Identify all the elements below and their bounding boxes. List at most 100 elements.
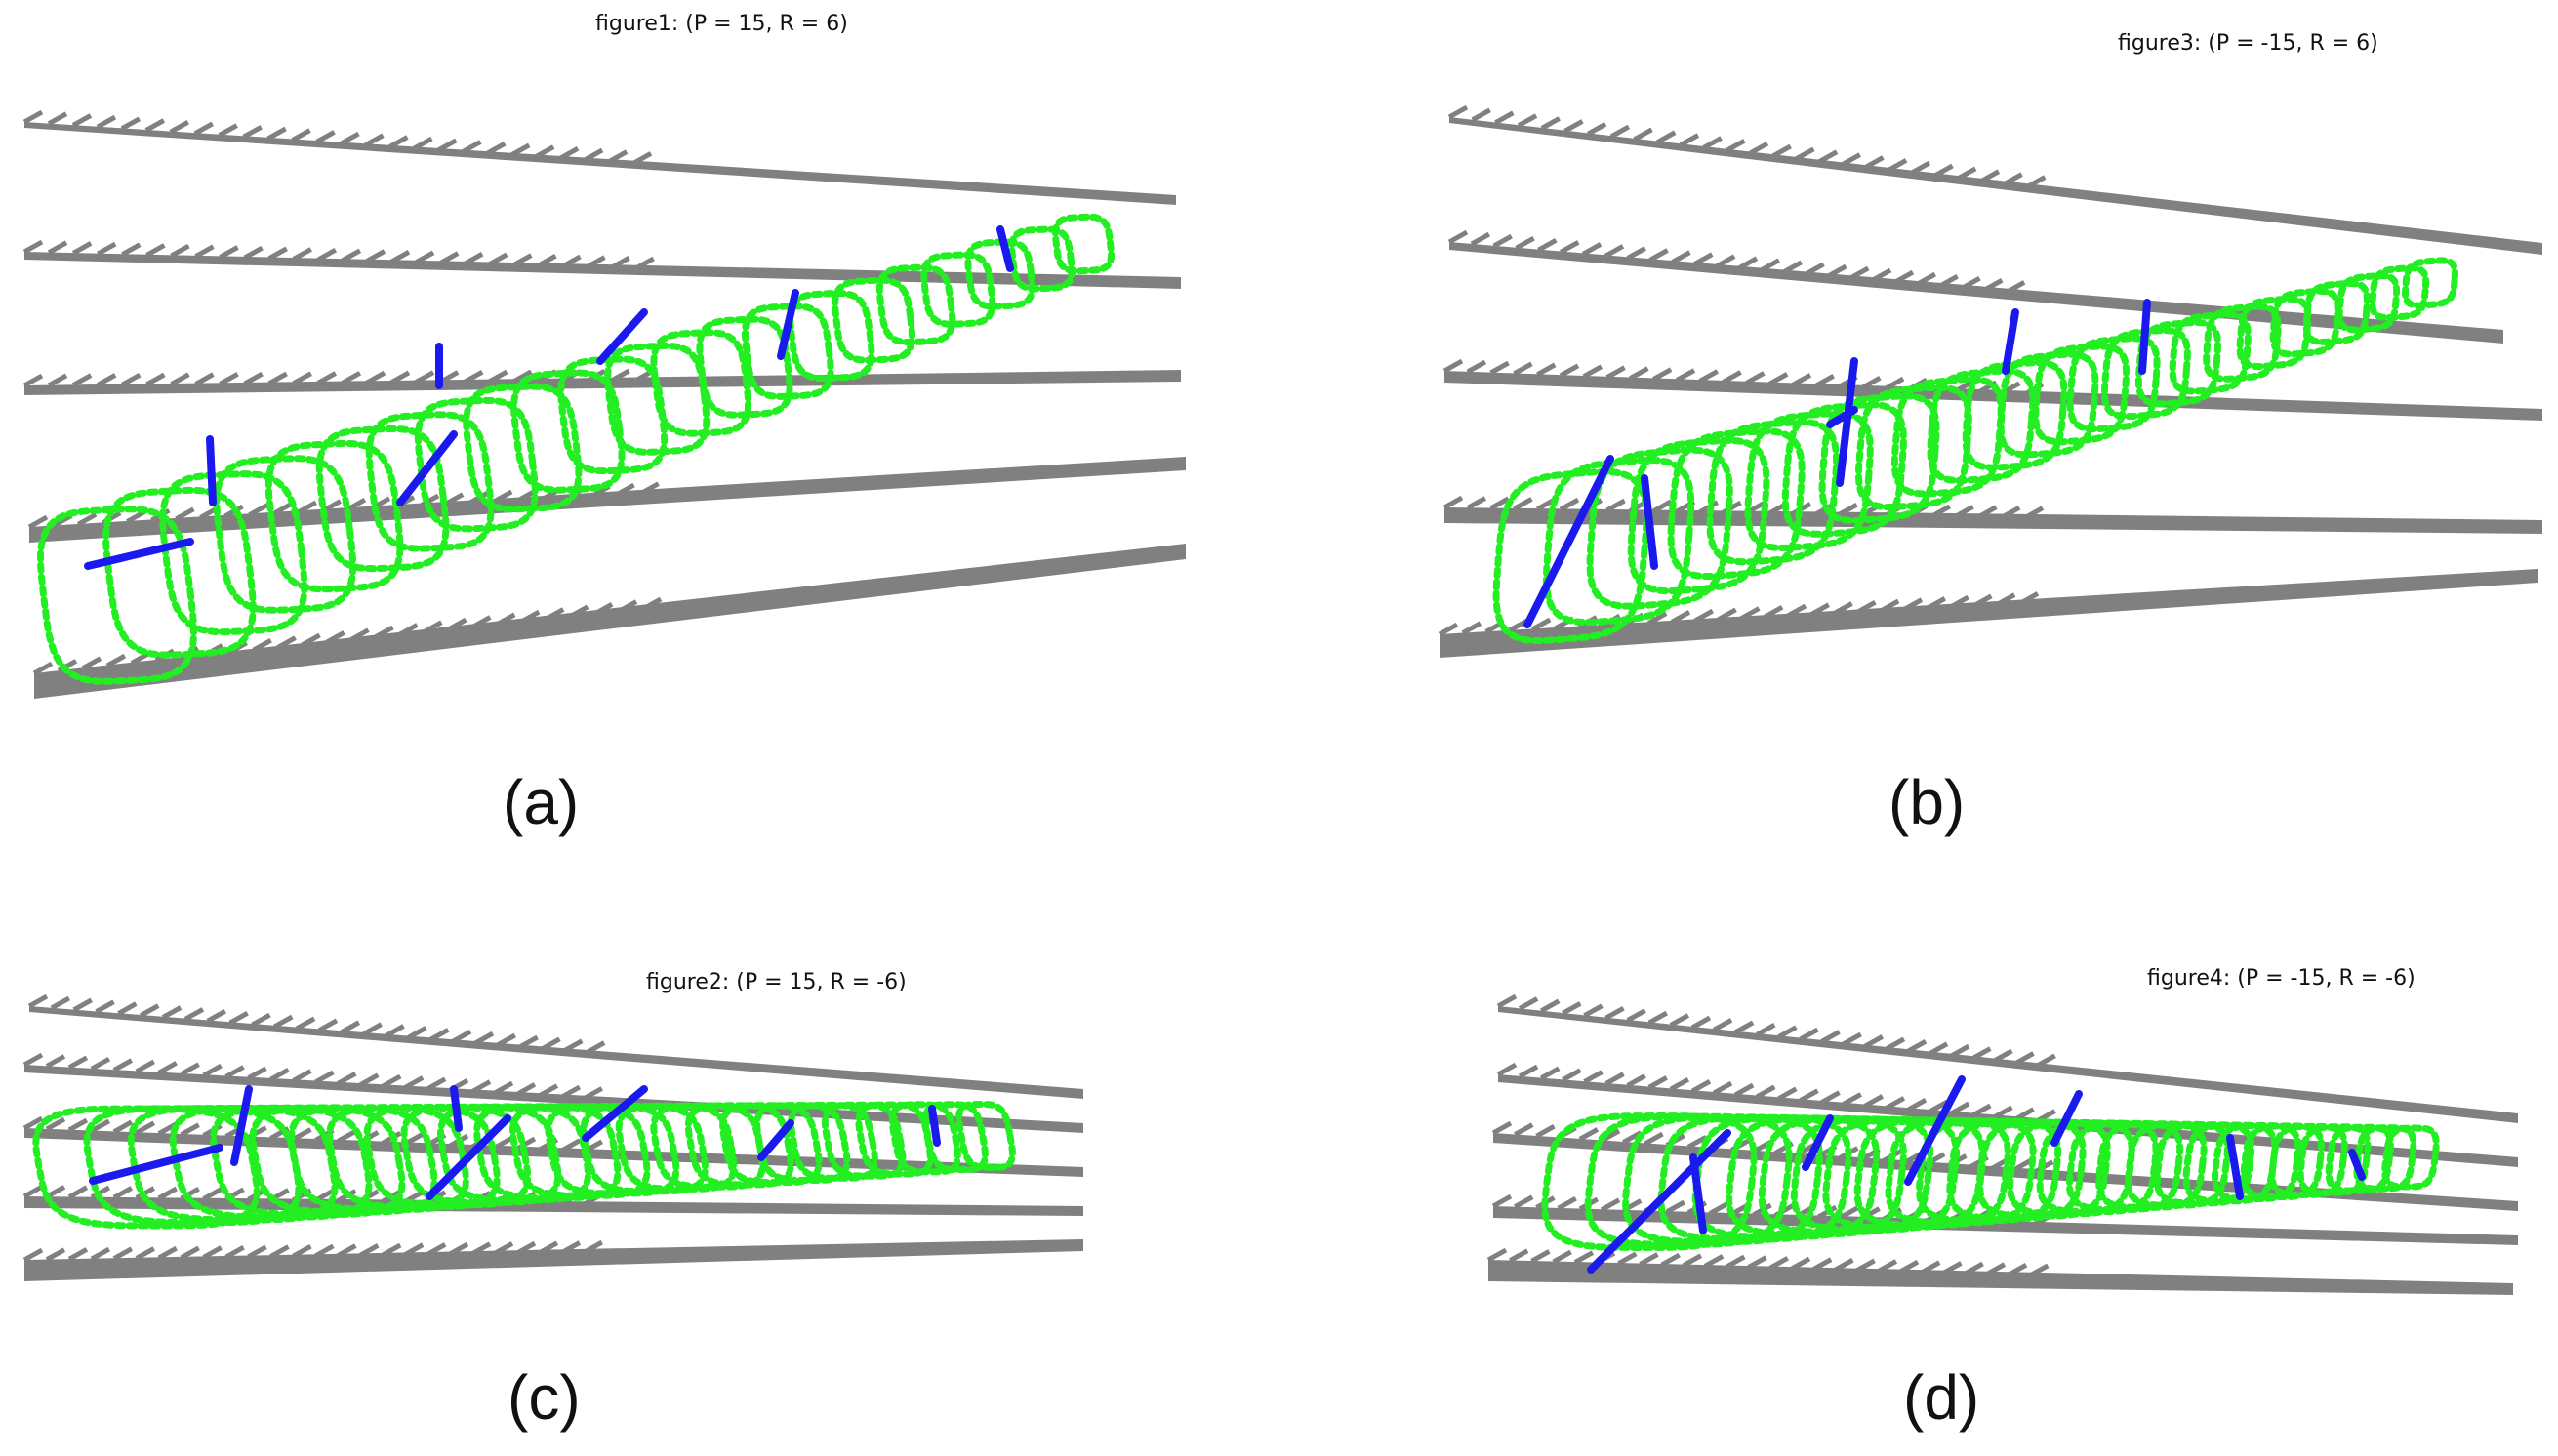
panel-a: figure1: (P = 15, R = 6) (0, 0, 1279, 728)
plate-slat (1626, 246, 1646, 261)
plate-slat (403, 1075, 425, 1090)
plate-slat (228, 1010, 249, 1026)
plate-slat (112, 1246, 134, 1261)
axis-line (1836, 357, 1858, 487)
plate-slat (144, 118, 166, 133)
ring (1890, 376, 2005, 498)
plate-slat (2029, 1263, 2050, 1278)
plate-slat (515, 1240, 537, 1256)
plate-slat (1849, 265, 1870, 281)
plate-slat (130, 651, 151, 666)
plate-slat (2000, 505, 2021, 520)
axis-line (2226, 1134, 2244, 1200)
plate-slat (316, 371, 338, 385)
plate-slat (1466, 359, 1487, 375)
plate-slat (1841, 152, 1861, 167)
plate-slat (541, 1036, 561, 1051)
plate-slat (251, 1012, 271, 1028)
plate-slat (145, 372, 166, 387)
axis-line (1523, 455, 1614, 628)
plate-slat (389, 370, 411, 385)
plate-slat (1693, 252, 1714, 266)
plate-slat (276, 635, 297, 650)
plate-slat (301, 632, 321, 648)
ring (2335, 272, 2401, 334)
plate-slat (1470, 231, 1491, 247)
plate-slat (1820, 1090, 1841, 1105)
plate-slat (493, 1135, 514, 1151)
plate-slat (471, 615, 492, 629)
plate-slat (1964, 1261, 1984, 1276)
axis-line (230, 1085, 253, 1166)
plate-slat (219, 372, 239, 386)
plate-slat (413, 136, 433, 151)
plate-slat (438, 370, 460, 384)
plate-slat (1647, 1010, 1668, 1026)
plate-slat (1491, 1193, 1513, 1209)
plate-slat (1756, 1023, 1776, 1037)
ring (650, 329, 752, 437)
plate-slat (1950, 1101, 1970, 1116)
plate-slat (317, 1018, 339, 1032)
plate-slat (1517, 113, 1538, 128)
plate-slat (1530, 617, 1552, 632)
axis-line (426, 1114, 511, 1200)
plate-slat (538, 1083, 559, 1098)
plate-slat (1447, 104, 1469, 120)
plate-slat (1604, 1072, 1625, 1086)
plate-slat (161, 1005, 183, 1020)
axis-line (1826, 406, 1858, 428)
plate-slat (67, 1185, 89, 1199)
plate-slat (157, 1245, 178, 1261)
plate-slat (1795, 146, 1815, 162)
plate-slat (1733, 1020, 1755, 1034)
plate-slat (1712, 1080, 1733, 1096)
subfigure-label-a: (a) (503, 767, 580, 837)
plate-slat (426, 1076, 447, 1091)
plate-slat (1777, 1086, 1798, 1101)
plate-slat (1492, 233, 1513, 249)
plate-slat (1771, 143, 1792, 159)
plate-slat (407, 1026, 427, 1040)
ring (414, 396, 539, 533)
plate-slat (1839, 1205, 1859, 1221)
plate-slat (71, 113, 93, 128)
plate-slat (429, 1028, 450, 1042)
plate-slat (1856, 599, 1877, 615)
plate-slat (1842, 1092, 1862, 1107)
plate-slat (325, 630, 345, 645)
plate-slat (52, 513, 73, 528)
plate-0 (29, 1006, 1083, 1099)
plate-slat (364, 133, 385, 147)
plate-slat (1508, 1248, 1529, 1263)
plate-slat (617, 599, 638, 614)
plate-slat (1805, 262, 1825, 277)
plate-4 (34, 544, 1186, 699)
figure-title-a: figure1: (P = 15, R = 6) (595, 12, 848, 36)
plate-slat (47, 240, 68, 255)
plate-slat (291, 128, 311, 142)
axis-line (582, 1085, 648, 1142)
ring (1927, 367, 2037, 485)
plate-slat (1817, 149, 1839, 164)
subfigure-label-d: (d) (1903, 1362, 1980, 1433)
plate-slat (426, 1242, 447, 1257)
plate-slat (1884, 376, 1905, 391)
plate-slat (292, 1244, 312, 1259)
plate-slat (568, 604, 589, 620)
plate-slat (72, 997, 93, 1012)
plate-slat (292, 371, 312, 385)
plate-slat (341, 371, 362, 385)
plate-slat (2036, 1053, 2056, 1069)
plate-slat (1573, 1250, 1595, 1265)
plate-slat (470, 1241, 492, 1256)
ring (557, 355, 669, 475)
plate-3 (1444, 507, 2542, 534)
plate-slat (1578, 1127, 1600, 1142)
figure-title-b: figure3: (P = -15, R = 6) (2118, 31, 2378, 56)
plate-slat (1671, 250, 1691, 264)
plate-slat (403, 1242, 425, 1257)
plate-slat (170, 243, 190, 259)
plate-slat (1540, 116, 1561, 131)
ring (604, 342, 711, 456)
